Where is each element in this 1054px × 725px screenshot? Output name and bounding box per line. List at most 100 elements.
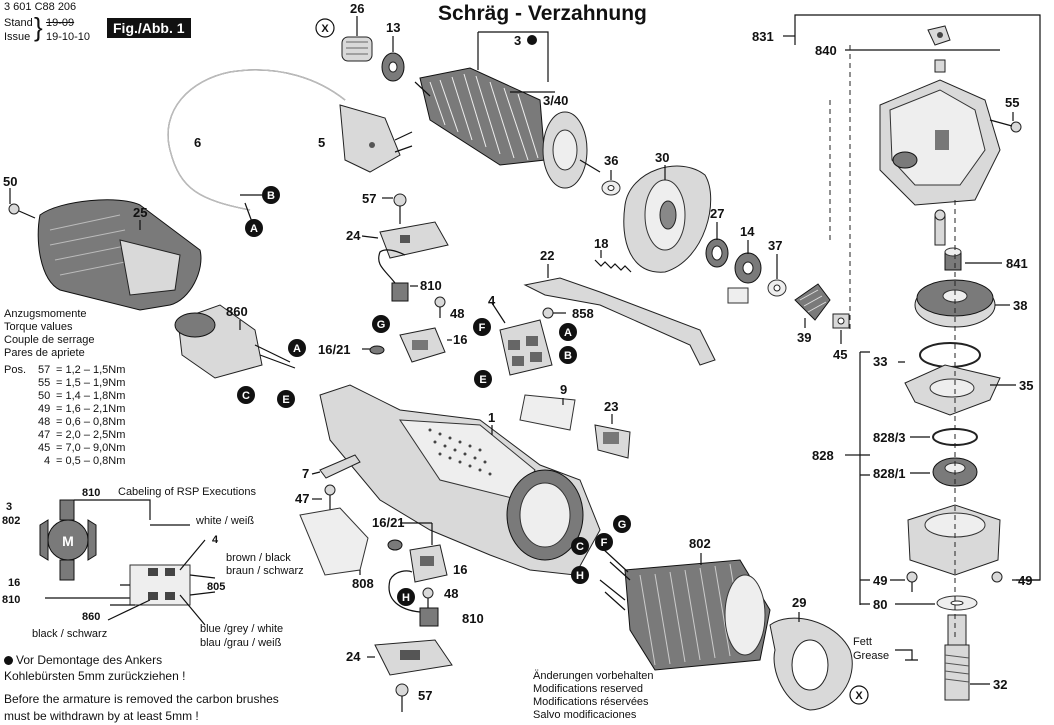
wiring-braun: braun / schwarz [226,565,304,577]
torque-pos: 48 [38,416,51,428]
motor-symbol: M [62,533,74,549]
callout-13: 13 [386,20,400,35]
svg-text:F: F [601,537,608,549]
torque-heading-en: Torque values [4,321,73,333]
marker-a: A [288,339,306,357]
part-828-bearing-flange [907,504,1001,576]
torque-heading-de: Anzugsmomente [4,308,87,320]
svg-text:F: F [479,322,486,334]
callout-16-bottom: 16 [453,562,467,577]
callout-29: 29 [792,595,806,610]
callout-810-top: 810 [420,278,442,293]
marker-b: B [262,186,280,204]
power-plug [339,104,413,173]
part-840-spring [934,59,946,73]
callout-25: 25 [133,205,147,220]
wiring-label: 16 [8,577,20,589]
svg-text:H: H [576,570,584,582]
callout-860: 860 [226,304,248,319]
callout-49-right: 49 [1018,573,1032,588]
bullet-icon [527,35,537,45]
part-24-cover-bottom [374,639,453,676]
callout-30: 30 [655,150,669,165]
callout-27: 27 [710,206,724,221]
callout-57-bottom: 57 [418,688,432,703]
part-1-motor-housing [319,384,601,576]
torque-pos: 47 [38,429,51,441]
torque-range: = 1,5 – 1,9Nm [56,377,126,389]
callout-6: 6 [194,135,201,150]
callout-33: 33 [873,354,887,369]
part-25-rear-housing [37,199,202,311]
callout-808: 808 [352,576,374,591]
wiring-schematic: M 3 802 810 16 810 4 805 860 [2,487,225,626]
svg-text:A: A [250,223,258,235]
part-18-spring [594,259,632,273]
svg-text:A: A [564,327,572,339]
wiring-label: 4 [212,534,219,546]
callout-810-bottom: 810 [462,611,484,626]
grease-label-de: Fett [853,636,872,648]
part-858-screw [542,307,566,319]
torque-range: = 1,6 – 2,1Nm [56,403,126,415]
callout-828-1: 828/1 [873,466,906,481]
callout-828-3: 828/3 [873,430,906,445]
part-49-screw-right [991,571,1003,583]
wiring-black: black / schwarz [32,628,108,640]
part-48-screw-top [434,296,446,318]
wiring-label: 810 [2,594,20,606]
svg-text:G: G [618,519,627,531]
callout-39: 39 [797,330,811,345]
part-57-screw-bottom [395,683,409,712]
callout-36: 36 [604,153,618,168]
svg-text:X: X [855,690,863,702]
callout-22: 22 [540,248,554,263]
marker-g: G [372,315,390,333]
part-spindle-lock [934,209,946,246]
wiring-blau: blau /grau / weiß [200,637,282,649]
callout-841: 841 [1006,256,1028,271]
wiring-label: 3 [6,501,12,513]
torque-pos: 49 [38,403,51,415]
callout-37: 37 [768,238,782,253]
part-16-21-spring-bottom [387,539,403,551]
marker-f: F [595,533,613,551]
torque-pos: 45 [38,442,51,454]
part-45-nut [832,313,850,329]
callout-47: 47 [295,491,309,506]
part-22-switch-rod [523,277,716,366]
part-860-suppressor [174,304,296,379]
changes-fr: Modifications réservées [533,696,649,708]
wiring-label: 802 [2,515,20,527]
torque-range: = 0,5 – 0,8Nm [56,455,126,467]
callout-24-bottom: 24 [346,649,361,664]
torque-pos: 55 [38,377,51,389]
torque-range: = 1,4 – 1,8Nm [56,390,126,402]
note-en-2: must be withdrawn by at least 5mm ! [4,709,199,723]
callout-16-21-bottom: 16/21 [372,515,405,530]
part-841-bearing [944,247,962,271]
part-29-baffle [769,617,853,711]
callout-831: 831 [752,29,774,44]
torque-pos-label: Pos. [4,364,27,376]
wiring-blue: blue /grey / white [200,623,284,635]
grease-label-en: Grease [853,650,890,662]
wiring-label: 860 [82,611,100,623]
marker-h: H [397,588,415,606]
svg-text:H: H [402,592,410,604]
callout-45: 45 [833,347,847,362]
part-27-ring [705,238,729,268]
part-14-bearing [734,252,762,284]
marker-h: H [571,566,589,584]
wiring-caption: Cabeling of RSP Executions [118,486,256,498]
callout-48-bottom: 48 [444,586,458,601]
torque-heading-fr: Couple de serrage [4,334,95,346]
svg-text:C: C [576,541,584,553]
part-24-cover-top [379,221,449,259]
part-16-brush-holder-bottom [409,544,448,583]
part-4-switch [499,319,553,376]
svg-text:E: E [282,394,289,406]
callout-3-40: 3/40 [543,93,568,108]
part-80-washer [936,595,978,611]
callout-4: 4 [488,293,496,308]
